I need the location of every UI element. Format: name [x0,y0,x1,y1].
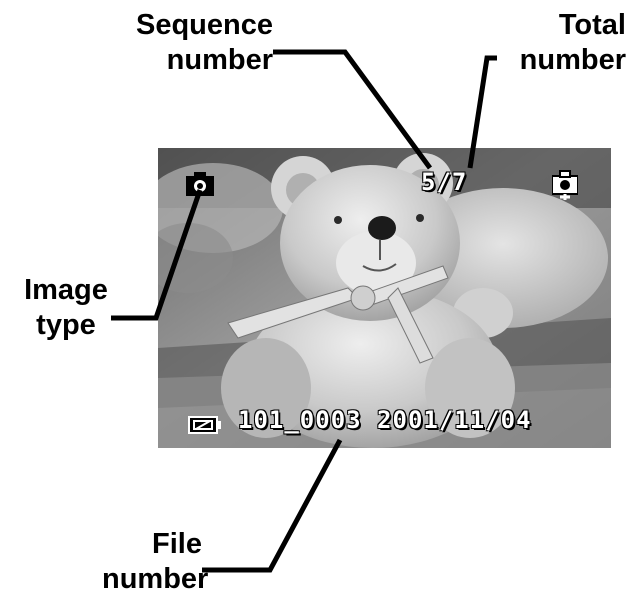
file-number-label: File number [102,527,209,597]
sequence-number-label-line1: Sequence [136,9,273,41]
file-number-label-line1: File [152,528,202,560]
sequence-total-readout: 5/7 [421,168,468,196]
camera-icon [186,172,214,196]
file-number-label-line2: number [102,563,209,595]
sequence-number-label-line2: number [166,44,273,76]
total-number-label-line2: number [519,44,626,76]
file-number-leader-line [202,438,343,573]
total-number-label: Total number [478,8,626,78]
image-type-label-line1: Image [24,274,108,306]
image-type-label-line2: type [36,309,96,341]
image-type-label: Image type [0,273,132,343]
teddy-bear-photo [158,148,611,448]
file-number-readout: 101_0003 2001/11/04 [238,406,532,434]
protect-icon [552,170,578,200]
sequence-number-label: Sequence number [108,8,273,78]
playback-screen: 5/7 101_0003 2001/11/04 [158,148,611,448]
total-number-label-line1: Total [558,9,626,41]
battery-icon [188,416,222,434]
